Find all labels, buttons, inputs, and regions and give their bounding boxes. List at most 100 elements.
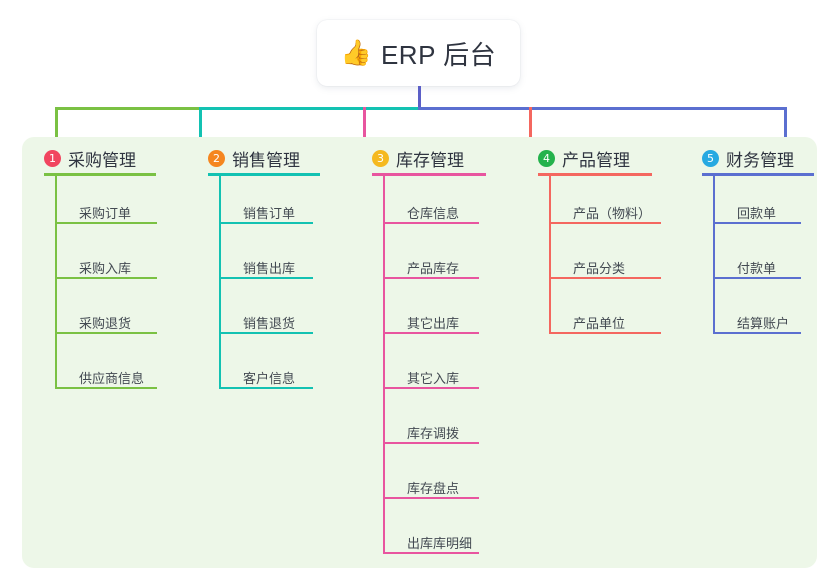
module-header-4[interactable]: 4 产品管理	[538, 146, 630, 171]
module-item-connector	[383, 497, 399, 499]
module-item-connector	[383, 332, 399, 334]
module-item-label: 仓库信息	[407, 206, 460, 221]
module-item-rule	[69, 277, 157, 279]
module-item-rule	[233, 222, 313, 224]
module-title: 财务管理	[726, 151, 794, 170]
module-header-rule	[44, 173, 156, 176]
module-item-rule	[397, 332, 479, 334]
module-item-connector	[55, 277, 71, 279]
module-item-label: 产品分类	[573, 261, 626, 276]
module-header-rule	[538, 173, 652, 176]
module-title: 库存管理	[396, 151, 464, 170]
module-header-rule	[208, 173, 320, 176]
module-item-rule	[69, 332, 157, 334]
module-item-connector	[713, 277, 729, 279]
drop-connector-5	[784, 107, 787, 149]
module-badge-icon: 3	[372, 150, 389, 167]
module-item-label: 供应商信息	[79, 371, 145, 386]
module-item-rule	[397, 442, 479, 444]
module-item-connector	[55, 222, 71, 224]
root-trunk-connector	[418, 86, 421, 108]
module-header-5[interactable]: 5 财务管理	[702, 146, 794, 171]
module-title: 采购管理	[68, 151, 136, 170]
module-item-label: 销售退货	[243, 316, 296, 331]
module-item-label: 客户信息	[243, 371, 296, 386]
module-item-connector	[219, 332, 235, 334]
module-item-rule	[69, 387, 157, 389]
module-item-rule	[233, 332, 313, 334]
module-item-label: 其它出库	[407, 316, 460, 331]
module-item-connector	[219, 222, 235, 224]
module-item-rule	[563, 277, 661, 279]
module-badge-icon: 1	[44, 150, 61, 167]
module-spine-connector	[383, 176, 385, 552]
bus-segment-1	[55, 107, 201, 110]
module-item-rule	[69, 222, 157, 224]
module-item-rule	[727, 277, 801, 279]
module-spine-connector	[55, 176, 57, 387]
module-item-rule	[397, 222, 479, 224]
module-item-label: 结算账户	[737, 316, 790, 331]
module-spine-connector	[219, 176, 221, 387]
module-item-rule	[233, 387, 313, 389]
module-item-rule	[397, 277, 479, 279]
drop-connector-2	[199, 107, 202, 149]
module-item-rule	[397, 387, 479, 389]
module-item-connector	[55, 387, 71, 389]
module-spine-connector	[549, 176, 551, 332]
module-item-rule	[397, 497, 479, 499]
module-spine-connector	[713, 176, 715, 332]
module-item-connector	[383, 222, 399, 224]
module-item-connector	[713, 332, 729, 334]
module-title: 产品管理	[562, 151, 630, 170]
module-item-rule	[563, 222, 661, 224]
module-header-3[interactable]: 3 库存管理	[372, 146, 464, 171]
module-header-1[interactable]: 1 采购管理	[44, 146, 136, 171]
module-item-label: 产品库存	[407, 261, 460, 276]
thumbs-up-icon: 👍	[340, 38, 372, 67]
module-item-label: 产品（物料）	[573, 206, 652, 221]
module-item-connector	[383, 277, 399, 279]
module-item-label: 采购订单	[79, 206, 132, 221]
module-item-connector	[219, 277, 235, 279]
module-header-rule	[702, 173, 814, 176]
module-badge-icon: 2	[208, 150, 225, 167]
module-header-rule	[372, 173, 486, 176]
module-title: 销售管理	[232, 151, 300, 170]
module-badge-icon: 5	[702, 150, 719, 167]
modules-panel	[22, 137, 817, 568]
module-item-rule	[563, 332, 661, 334]
module-item-label: 销售订单	[243, 206, 296, 221]
module-header-2[interactable]: 2 销售管理	[208, 146, 300, 171]
root-node[interactable]: 👍 ERP 后台	[317, 20, 520, 86]
module-item-rule	[727, 222, 801, 224]
module-item-connector	[55, 332, 71, 334]
module-item-label: 出库库明细	[407, 536, 473, 551]
module-item-label: 采购退货	[79, 316, 132, 331]
module-item-rule	[397, 552, 479, 554]
root-node-title: ERP 后台	[380, 39, 497, 70]
module-item-label: 产品单位	[573, 316, 626, 331]
module-item-label: 其它入库	[407, 371, 460, 386]
bus-segment-2	[199, 107, 420, 110]
drop-connector-3	[363, 107, 366, 149]
module-item-label: 付款单	[737, 261, 777, 276]
module-item-connector	[549, 332, 565, 334]
module-item-connector	[549, 277, 565, 279]
drop-connector-4	[529, 107, 532, 149]
module-item-connector	[549, 222, 565, 224]
module-item-label: 销售出库	[243, 261, 296, 276]
bus-segment-3	[418, 107, 786, 110]
drop-connector-1	[55, 107, 58, 149]
module-badge-icon: 4	[538, 150, 555, 167]
module-item-connector	[383, 552, 399, 554]
module-item-connector	[219, 387, 235, 389]
module-item-rule	[727, 332, 801, 334]
module-item-label: 回款单	[737, 206, 777, 221]
module-item-label: 采购入库	[79, 261, 132, 276]
module-item-label: 库存盘点	[407, 481, 460, 496]
module-item-connector	[383, 442, 399, 444]
module-item-label: 库存调拨	[407, 426, 460, 441]
module-item-connector	[383, 387, 399, 389]
